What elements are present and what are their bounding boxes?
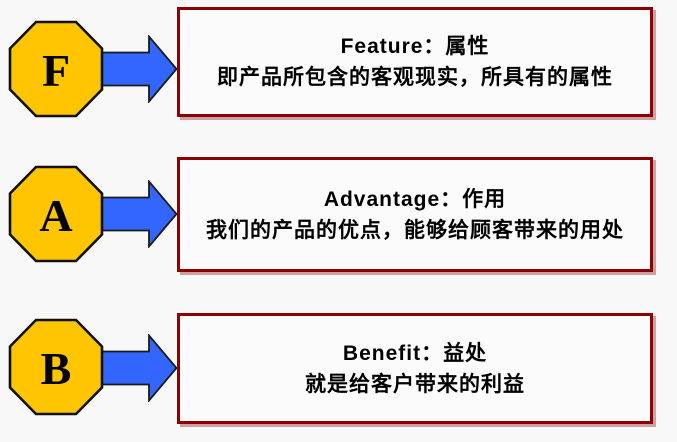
benefit-box-description: 就是给客户带来的利益 bbox=[305, 372, 525, 396]
arrow-right-icon bbox=[100, 180, 178, 248]
octagon-letter-b: B bbox=[40, 343, 72, 394]
octagon-letter-a: A bbox=[39, 190, 73, 241]
octagon-letter-f: F bbox=[41, 45, 71, 96]
feature-box-description: 即产品所包含的客观现实，所具有的属性 bbox=[217, 66, 613, 89]
benefit-box-title: Benefit：益处 bbox=[342, 341, 488, 365]
octagon-badge-b: B bbox=[8, 318, 104, 416]
octagon-badge-a: A bbox=[8, 165, 104, 263]
benefit-box: Benefit：益处 就是给客户带来的利益 bbox=[177, 313, 653, 424]
octagon-badge-f: F bbox=[8, 20, 104, 118]
advantage-box-title: Advantage：作用 bbox=[323, 187, 507, 211]
octagon-shape bbox=[8, 20, 104, 118]
advantage-box-description: 我们的产品的优点，能够给顾客带来的用处 bbox=[206, 218, 624, 242]
feature-box: Feature：属性 即产品所包含的客观现实，所具有的属性 bbox=[177, 7, 653, 117]
arrow-right-icon bbox=[100, 35, 178, 103]
octagon-shape bbox=[8, 165, 104, 263]
arrow-right-icon bbox=[100, 334, 178, 402]
advantage-box: Advantage：作用 我们的产品的优点，能够给顾客带来的用处 bbox=[177, 157, 653, 272]
feature-box-title: Feature：属性 bbox=[340, 35, 490, 58]
octagon-shape bbox=[8, 318, 104, 416]
